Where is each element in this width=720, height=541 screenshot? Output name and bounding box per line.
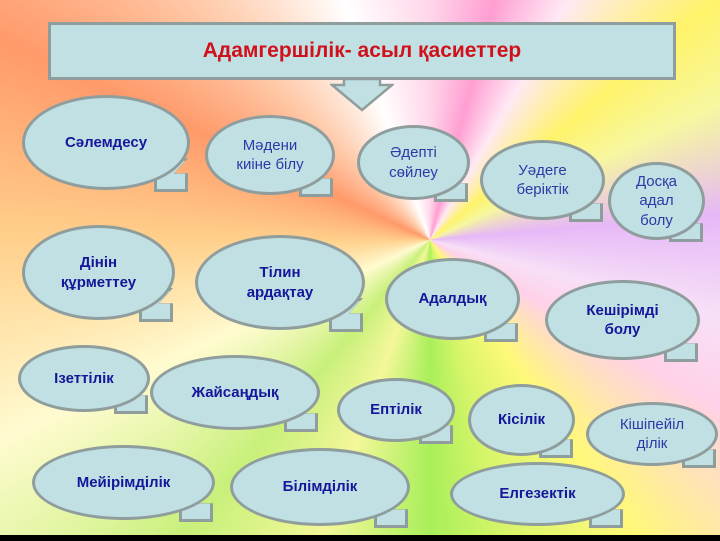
bubble-zhaisandyk: Жайсаңдық — [150, 355, 320, 432]
bubble-label: Білімділік — [282, 478, 358, 496]
bubble-label: Тілин ардақтау — [246, 264, 314, 301]
bubble-label: Кісілік — [497, 411, 546, 429]
bubble-elgezektik: Елгезектік — [450, 462, 625, 528]
bubble-adepti: Әдепті сөйлеу — [357, 125, 470, 202]
bubble-madeni: Мәдени киіне білу — [205, 115, 335, 197]
bubble-tilin: Тілин ардақтау — [195, 235, 365, 332]
bubble-doska: Досқа адал болу — [608, 162, 705, 242]
bubble-dinin: Дінін құрметтеу — [22, 225, 175, 322]
bubble-uadege: Уәдеге беріктік — [480, 140, 605, 222]
bubble-keshirimdi: Кешірімді болу — [545, 280, 700, 362]
bubble-label: Елгезектік — [499, 485, 576, 503]
bubble-label: Жайсаңдық — [191, 383, 279, 401]
bubble-salemdesu: Сәлемдесу — [22, 95, 190, 192]
bottom-bar — [0, 535, 720, 541]
bubble-label: Әдепті сөйлеу — [389, 144, 438, 181]
bubble-label: Адалдық — [418, 290, 487, 308]
bubble-label: Уәдеге беріктік — [516, 161, 569, 199]
bubble-izettilik: Ізеттілік — [18, 345, 150, 414]
bubble-label: Досқа адал болу — [635, 172, 678, 229]
bubble-label: Мәдени киіне білу — [236, 136, 304, 174]
down-arrow-icon — [330, 79, 394, 112]
bubble-meirimdilik: Мейірімділік — [32, 445, 215, 522]
bubble-bilimdilik: Білімділік — [230, 448, 410, 528]
bubble-label: Сәлемдесу — [64, 133, 148, 151]
bubble-kishipeiil: Кішіпейіл ділік — [586, 402, 718, 468]
bubble-label: Кішіпейіл ділік — [619, 415, 685, 453]
bubble-label: Ептілік — [370, 401, 422, 419]
bubble-eptilik: Ептілік — [337, 378, 455, 444]
bubble-label: Дінін құрметтеу — [60, 254, 137, 291]
bubble-adaldyk: Адалдық — [385, 258, 520, 342]
bubble-kisilik: Кісілік — [468, 384, 575, 458]
title-box: Адамгершілік- асыл қасиеттер — [48, 22, 676, 80]
bubble-label: Мейірімділік — [76, 473, 171, 491]
bubble-label: Кешірімді болу — [586, 301, 659, 339]
bubble-label: Ізеттілік — [54, 369, 114, 387]
slide-title: Адамгершілік- асыл қасиеттер — [202, 39, 522, 62]
